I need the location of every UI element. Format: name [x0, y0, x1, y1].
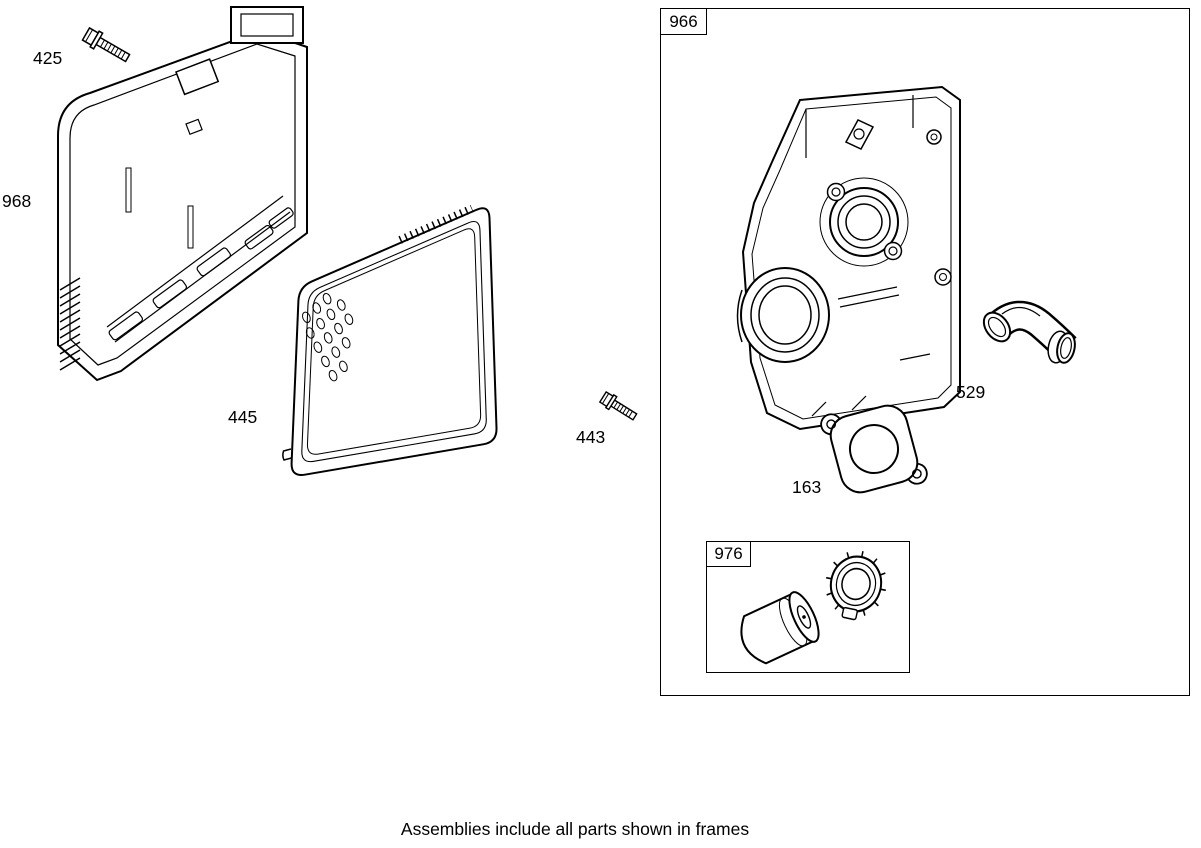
part-label-425: 425	[33, 48, 63, 68]
filter-445-drawing	[282, 204, 498, 477]
filter-pleat-scales	[302, 292, 354, 382]
bolt-425-drawing	[81, 26, 131, 63]
cover-louvers	[59, 277, 81, 371]
frame-966-tag: 966	[661, 9, 707, 35]
frame-976-tag: 976	[707, 542, 751, 567]
part-label-443: 443	[576, 427, 606, 447]
screw-443-drawing	[598, 390, 638, 421]
frame-966: 966	[660, 8, 1190, 696]
diagram-caption: Assemblies include all parts shown in fr…	[400, 819, 750, 839]
part-label-968: 968	[2, 191, 32, 211]
part-label-529: 529	[956, 382, 986, 402]
part-label-163: 163	[792, 477, 822, 497]
part-label-445: 445	[228, 407, 258, 427]
filter-comb-edge	[398, 204, 474, 244]
cover-968-drawing	[57, 6, 308, 382]
frame-976: 976	[706, 541, 910, 673]
